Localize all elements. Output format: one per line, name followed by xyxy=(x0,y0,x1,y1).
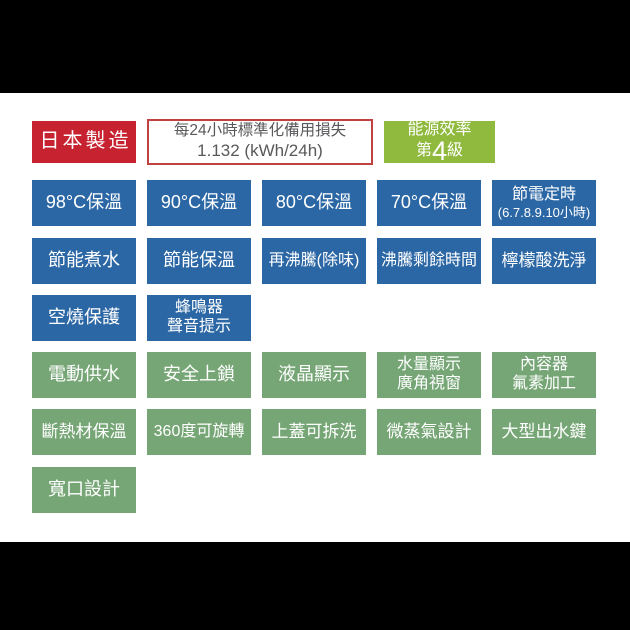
standby-loss-line1: 每24小時標準化備用損失 xyxy=(173,122,347,140)
feature-badge-label: 90°C保溫 xyxy=(160,192,238,213)
feature-row-keep-warm: 98°C保溫 90°C保溫 80°C保溫 70°C保溫 節電定時(6.7.8.9.10小… xyxy=(32,180,596,226)
feature-badge: 70°C保溫 xyxy=(377,180,481,226)
bottom-letterbox-bar xyxy=(0,542,630,630)
feature-badge-label: (6.7.8.9.10小時) xyxy=(497,204,591,220)
feature-badge-label: 檸檬酸洗淨 xyxy=(501,250,587,270)
feature-badge-label: 水量顯示 xyxy=(396,356,461,374)
feature-badge: 沸騰剩餘時間 xyxy=(377,238,481,284)
feature-badge-label: 上蓋可拆洗 xyxy=(271,421,357,441)
feature-badge: 上蓋可拆洗 xyxy=(262,409,366,455)
feature-row-convenience-1: 電動供水安全上鎖液晶顯示水量顯示廣角視窗內容器氟素加工 xyxy=(32,352,596,398)
feature-badge-label: 節能煮水 xyxy=(48,250,120,271)
feature-badge-label: 液晶顯示 xyxy=(278,364,350,385)
feature-badge: 節能煮水 xyxy=(32,238,136,284)
energy-grade-number: 4 xyxy=(431,135,448,166)
content-panel: 日本製造 每24小時標準化備用損失 1.132 (kWh/24h) 能源效率 第… xyxy=(0,93,630,542)
feature-badge-label: 大型出水鍵 xyxy=(501,421,587,441)
feature-badge: 水量顯示廣角視窗 xyxy=(377,352,481,398)
feature-badge-label: 沸騰剩餘時間 xyxy=(380,251,477,269)
feature-badge-label: 98°C保溫 xyxy=(45,192,123,213)
feature-badge-label: 蜂鳴器 xyxy=(174,299,223,317)
header-row: 日本製造 每24小時標準化備用損失 1.132 (kWh/24h) 能源效率 第… xyxy=(32,119,495,165)
feature-badge-label: 聲音提示 xyxy=(166,318,231,335)
feature-badge-label: 70°C保溫 xyxy=(390,192,468,213)
feature-badge: 80°C保溫 xyxy=(262,180,366,226)
energy-rating-title: 能源效率 xyxy=(407,121,472,139)
made-in-japan-label: 日本製造 xyxy=(39,130,132,153)
feature-badge: 寬口設計 xyxy=(32,467,136,513)
standby-loss-box: 每24小時標準化備用損失 1.132 (kWh/24h) xyxy=(147,119,373,165)
feature-badge: 液晶顯示 xyxy=(262,352,366,398)
energy-rating-grade: 第 4 級 xyxy=(415,135,464,166)
feature-badge: 節能保溫 xyxy=(147,238,251,284)
feature-badge: 節電定時(6.7.8.9.10小時) xyxy=(492,180,596,226)
feature-badge: 90°C保溫 xyxy=(147,180,251,226)
feature-badge-label: 安全上鎖 xyxy=(163,364,235,385)
feature-badge-label: 再沸騰(除味) xyxy=(268,251,360,269)
feature-badge: 電動供水 xyxy=(32,352,136,398)
feature-badge-label: 空燒保護 xyxy=(48,307,120,328)
feature-row-convenience-2: 斷熱材保溫 360度可旋轉 上蓋可拆洗 微蒸氣設計 大型出水鍵 xyxy=(32,409,596,455)
feature-badge: 內容器氟素加工 xyxy=(492,352,596,398)
feature-badge-label: 360度可旋轉 xyxy=(153,422,245,440)
feature-badge-label: 內容器 xyxy=(519,356,568,374)
standby-loss-line2: 1.132 (kWh/24h) xyxy=(197,141,323,161)
feature-badge-label: 微蒸氣設計 xyxy=(386,421,472,441)
feature-badge: 98°C保溫 xyxy=(32,180,136,226)
feature-badge-label: 80°C保溫 xyxy=(275,192,353,213)
feature-badge: 再沸騰(除味) xyxy=(262,238,366,284)
top-letterbox-bar xyxy=(0,0,630,93)
feature-row-boil-functions: 節能煮水 節能保溫 再沸騰(除味) 沸騰剩餘時間 檸檬酸洗淨 xyxy=(32,238,596,284)
feature-badge-label: 節能保溫 xyxy=(163,250,235,271)
feature-row-safety-alerts: 空燒保護 蜂鳴器聲音提示 xyxy=(32,295,251,341)
feature-badge: 安全上鎖 xyxy=(147,352,251,398)
energy-rating-badge: 能源效率 第 4 級 xyxy=(384,121,495,166)
feature-badge-label: 寬口設計 xyxy=(48,479,120,500)
energy-grade-suffix: 級 xyxy=(447,141,464,159)
feature-row-design: 寬口設計 xyxy=(32,467,136,513)
feature-badge-label: 廣角視窗 xyxy=(396,375,461,392)
feature-badge-label: 氟素加工 xyxy=(511,375,576,392)
feature-badge: 檸檬酸洗淨 xyxy=(492,238,596,284)
feature-badge: 空燒保護 xyxy=(32,295,136,341)
feature-badge: 360度可旋轉 xyxy=(147,409,251,455)
made-in-japan-badge: 日本製造 xyxy=(32,121,136,163)
feature-badge-label: 節電定時 xyxy=(511,185,576,203)
feature-badge-label: 斷熱材保溫 xyxy=(41,421,127,441)
feature-badge-label: 電動供水 xyxy=(48,364,120,385)
energy-grade-prefix: 第 xyxy=(415,141,432,159)
feature-badge: 蜂鳴器聲音提示 xyxy=(147,295,251,341)
feature-badge: 斷熱材保溫 xyxy=(32,409,136,455)
feature-badge: 微蒸氣設計 xyxy=(377,409,481,455)
feature-badge: 大型出水鍵 xyxy=(492,409,596,455)
